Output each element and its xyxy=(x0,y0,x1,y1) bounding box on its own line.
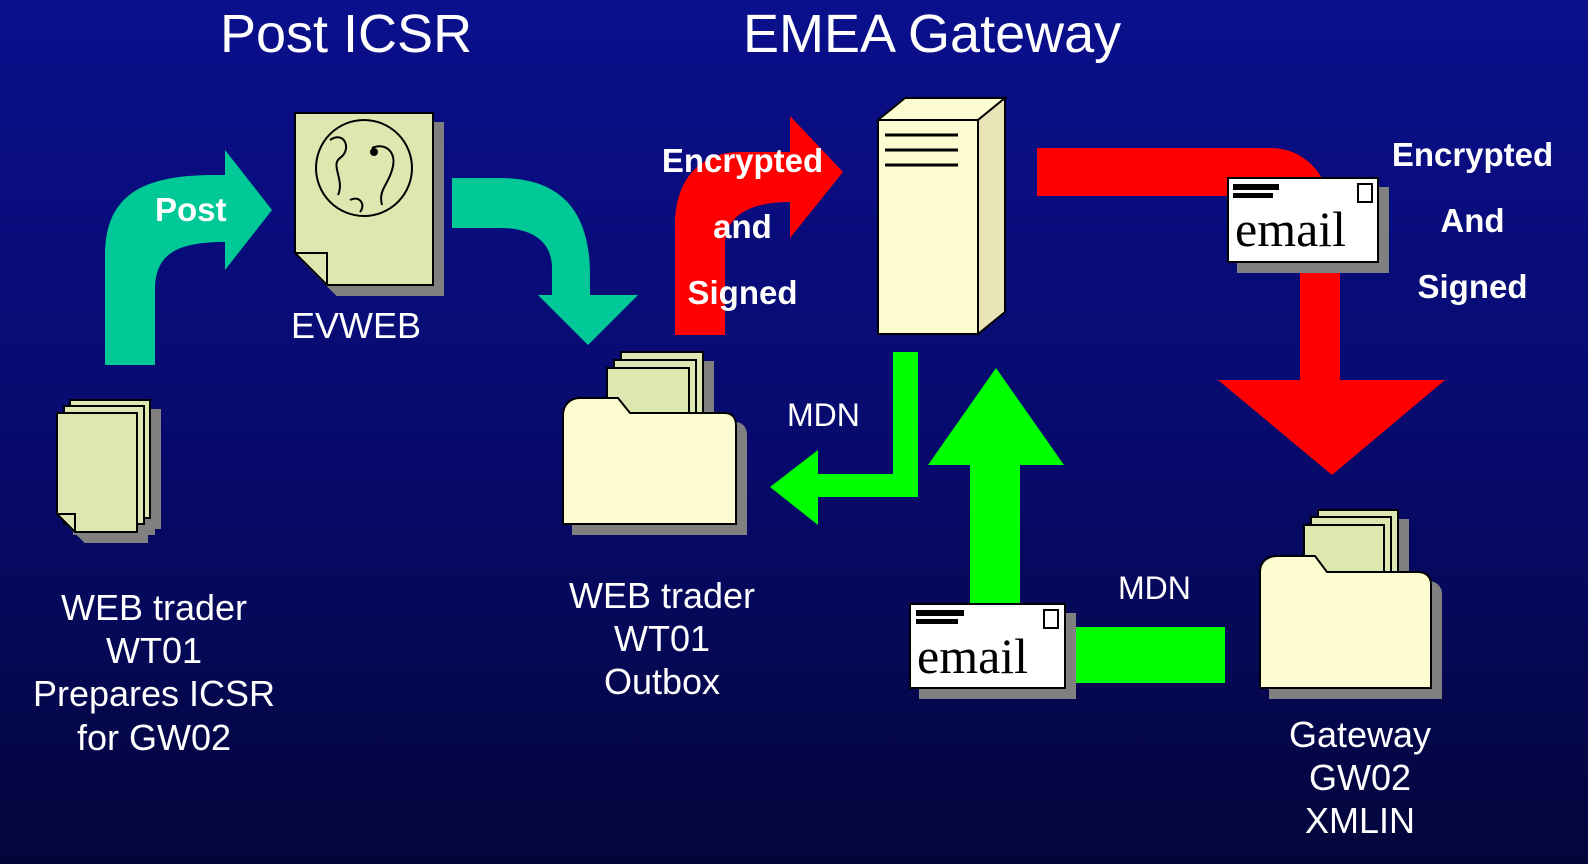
and-text: and xyxy=(713,208,772,245)
email-envelope-icon: email xyxy=(909,603,1066,689)
caption-line: Prepares ICSR xyxy=(32,673,276,715)
teal-arrow-post xyxy=(105,150,272,365)
caption-line: WEB trader xyxy=(568,575,756,616)
caption-line: GW02 xyxy=(1308,757,1412,799)
folder-icon xyxy=(562,351,737,525)
globe-document-icon xyxy=(294,112,434,286)
folder-icon xyxy=(1259,509,1432,689)
signed-text: Signed xyxy=(1417,268,1528,305)
encrypted-signed-label-right: Encrypted And Signed xyxy=(1375,122,1570,320)
outbox-caption: WEB trader WT01 Outbox xyxy=(540,574,784,704)
encrypted-text: Encrypted xyxy=(661,142,824,179)
email-label-bottom: email xyxy=(917,628,1028,684)
red-arrow-to-gw02 xyxy=(1037,148,1445,475)
caption-line: XMLIN xyxy=(1304,800,1416,842)
title-emea-gateway: EMEA Gateway xyxy=(743,4,1122,64)
document-stack-icon xyxy=(56,399,151,533)
mdn-label-bottom: MDN xyxy=(1118,570,1191,606)
email-envelope-icon: email xyxy=(1227,177,1379,263)
signed-text: Signed xyxy=(687,274,798,311)
caption-line: WEB trader xyxy=(60,587,248,628)
evweb-label: EVWEB xyxy=(291,305,422,346)
post-label: Post xyxy=(155,191,227,228)
encrypted-signed-label-left: Encrypted and Signed xyxy=(640,128,845,326)
caption-line: WT01 xyxy=(613,618,710,660)
title-post-icsr: Post ICSR xyxy=(220,4,473,64)
red-arrow-to-gateway xyxy=(675,116,843,335)
green-arrow-mdn-to-outbox xyxy=(770,352,918,525)
caption-line: Outbox xyxy=(603,661,721,703)
caption-line: WT01 xyxy=(105,630,202,672)
mdn-label-top: MDN xyxy=(787,397,860,433)
gateway-caption: Gateway GW02 XMLIN xyxy=(1260,713,1460,843)
teal-arrow-to-outbox xyxy=(452,178,638,345)
caption-line: Gateway xyxy=(1288,714,1432,755)
web-trader-caption: WEB trader WT01 Prepares ICSR for GW02 xyxy=(0,586,308,759)
encrypted-text: Encrypted xyxy=(1391,136,1554,173)
caption-line: for GW02 xyxy=(76,716,232,758)
and-text: And xyxy=(1440,202,1505,239)
server-icon xyxy=(875,95,1008,337)
email-label-top: email xyxy=(1235,201,1346,257)
